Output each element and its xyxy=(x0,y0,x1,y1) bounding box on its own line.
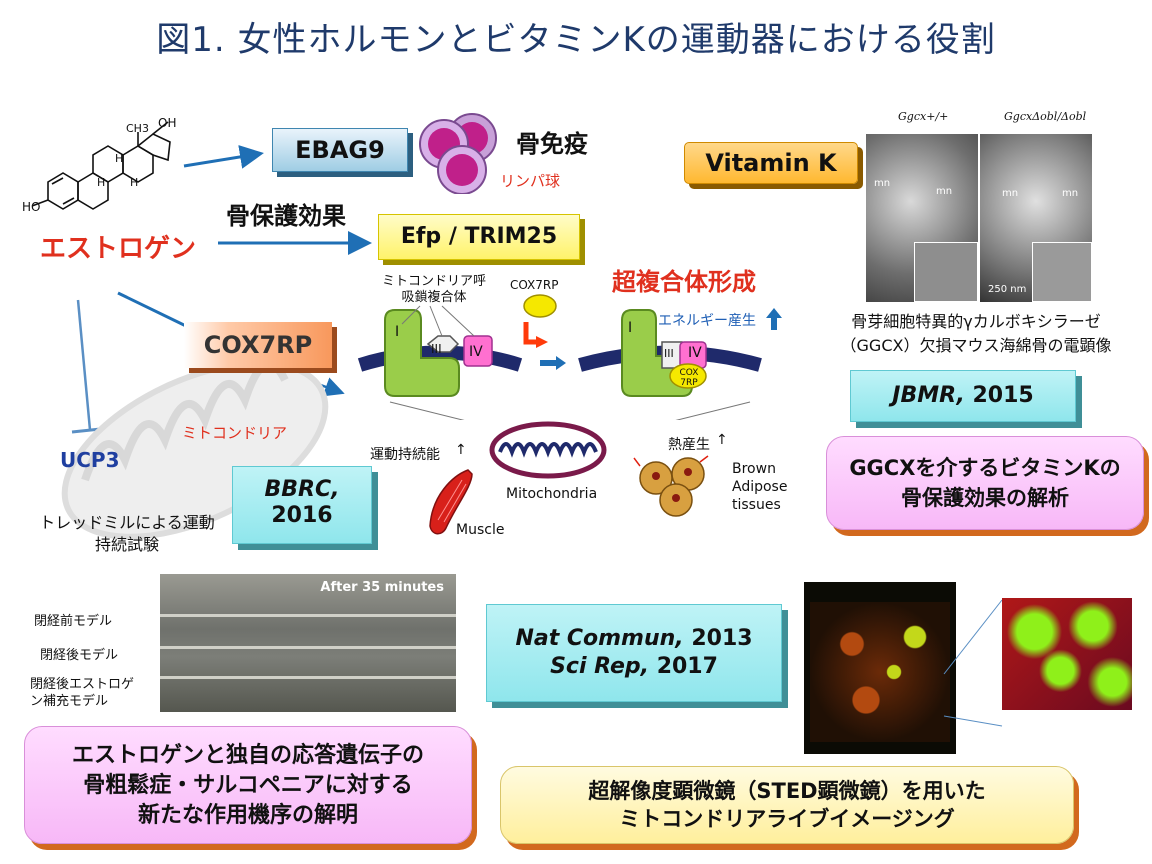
molecule-ch3-label: CH3 xyxy=(126,122,149,135)
estrogen-summary-line2: 骨粗鬆症・サルコペニアに対する xyxy=(83,773,413,798)
complex-iv-label: IV xyxy=(688,345,702,361)
scirep-year: 2017 xyxy=(649,654,718,679)
em-ko-label: GgcxΔobl/Δobl xyxy=(1004,110,1087,123)
mito-network xyxy=(810,602,950,742)
lymphocyte-label: リンパ球 xyxy=(500,172,561,190)
em-caption: 骨芽細胞特異的γカルボキシラーゼ （GGCX）欠損マウス海綿骨の電顕像 xyxy=(800,310,1152,358)
em-image-ko xyxy=(980,134,1092,302)
molecule-h-label: H xyxy=(115,152,124,165)
molecule-ho-label: HO xyxy=(22,200,41,214)
sted-image-wide xyxy=(804,582,956,754)
jbmr-journal: JBMR, xyxy=(892,383,965,408)
model-supplement-line2: ン補充モデル xyxy=(30,694,109,709)
model-postmenopausal-label: 閉経後モデル xyxy=(40,648,119,663)
model-estrogen-supplement-label: 閉経後エストロゲ ン補充モデル xyxy=(30,676,158,710)
em-caption-line2: （GGCX）欠損マウス海綿骨の電顕像 xyxy=(840,336,1112,355)
muscle-label: Muscle xyxy=(456,522,505,538)
lane-divider xyxy=(160,676,456,679)
lane-divider xyxy=(160,614,456,617)
em-scale-label: 250 nm xyxy=(988,284,1027,295)
thermogenesis-up-arrow: ↑ xyxy=(716,432,728,448)
em-mn-label: mn xyxy=(1002,188,1019,199)
efp-trim25-box: Efp / TRIM25 xyxy=(378,214,580,260)
thermogenesis-label: 熱産生 xyxy=(668,437,710,453)
treadmill-line1: トレッドミルによる運動 xyxy=(39,513,215,532)
bone-immunity-label: 骨免疫 xyxy=(516,130,588,158)
complex-iv-label: IV xyxy=(469,344,483,360)
em-mn-label: mn xyxy=(936,186,953,197)
complex-i-label: I xyxy=(395,324,400,340)
em-wt-label: Ggcx+/+ xyxy=(898,110,949,123)
ebag9-label: EBAG9 xyxy=(295,136,385,164)
vitamin-k-box: Vitamin K xyxy=(684,142,858,184)
energy-label: エネルギー産生 xyxy=(658,313,756,329)
estrogen-summary-line3: 新たな作用機序の解明 xyxy=(137,803,358,828)
estrogen-structure xyxy=(31,121,171,210)
ggcx-line1: GGCXを介するビタミンKの xyxy=(849,456,1121,480)
ebag9-box: EBAG9 xyxy=(272,128,408,172)
mitochondrion-icon xyxy=(489,421,607,479)
endurance-label: 運動持続能 xyxy=(370,447,440,463)
brown-adipose-label: Brown Adipose tissues xyxy=(732,461,788,513)
resp-chain-label: ミトコンドリア呼吸鎖複合体 xyxy=(381,274,486,305)
em-mn-label: mn xyxy=(1062,188,1079,199)
treadmill-photo: After 35 minutes xyxy=(160,574,456,712)
em-mn-label: mn xyxy=(874,178,891,189)
bone-protection-label: 骨保護効果 xyxy=(226,202,346,230)
model-premenopausal-label: 閉経前モデル xyxy=(34,614,113,629)
estrogen-summary-line1: エストロゲンと独自の応答遺伝子の xyxy=(71,743,424,768)
muscle-icon xyxy=(429,469,473,535)
lane-divider xyxy=(160,646,456,649)
sted-summary-box: 超解像度顕微鏡（STED顕微鏡）を用いた ミトコンドリアライブイメージング xyxy=(500,766,1074,844)
endurance-up-arrow: ↑ xyxy=(455,442,467,458)
ucp3-label: UCP3 xyxy=(60,448,120,472)
complex-iii-label: III xyxy=(431,342,442,356)
mitochondria-label: Mitochondria xyxy=(506,486,598,502)
complex-i-label: I xyxy=(628,320,633,336)
bbrc-journal: BBRC, xyxy=(264,477,340,502)
ggcx-line2: 骨保護効果の解析 xyxy=(901,486,1069,510)
natcommun-citation-box: Nat Commun, 2013 Sci Rep, 2017 xyxy=(486,604,782,702)
cox7rp-protein-label: COX7RP xyxy=(510,278,559,292)
molecule-h-label: H xyxy=(97,176,106,189)
estrogen-label: エストロゲン xyxy=(40,234,197,264)
molecule-oh-label: OH xyxy=(158,116,177,130)
em-caption-line1: 骨芽細胞特異的γカルボキシラーゼ xyxy=(851,312,1101,331)
sted-summary-line1: 超解像度顕微鏡（STED顕微鏡）を用いた xyxy=(588,779,986,803)
jbmr-citation-box: JBMR, 2015 xyxy=(850,370,1076,422)
zoom-lines xyxy=(943,599,1003,727)
cox7rp-label: COX7RP xyxy=(203,331,313,359)
em-inset xyxy=(1032,242,1092,302)
after-35-minutes-label: After 35 minutes xyxy=(320,580,444,595)
treadmill-line2: 持続試験 xyxy=(94,535,159,554)
efp-trim25-label: Efp / TRIM25 xyxy=(400,224,558,249)
treadmill-caption: トレッドミルによる運動 持続試験 xyxy=(22,512,232,556)
mitochondria-jp-label: ミトコンドリア xyxy=(182,424,288,442)
bbrc-year: 2016 xyxy=(271,503,333,528)
natcommun-year: 2013 xyxy=(683,626,753,651)
respiratory-chain-diagram xyxy=(357,294,782,420)
scirep-line: Sci Rep, 2017 xyxy=(487,653,781,681)
natcommun-journal: Nat Commun, xyxy=(515,626,684,651)
em-image-wt xyxy=(866,134,978,302)
sted-summary-line2: ミトコンドリアライブイメージング xyxy=(619,807,955,831)
model-supplement-line1: 閉経後エストロゲ xyxy=(30,677,135,692)
vitamin-k-label: Vitamin K xyxy=(705,149,837,177)
cox7rp-box: COX7RP xyxy=(184,322,332,368)
molecule-h-label: H xyxy=(130,176,139,189)
page-title: 図1. 女性ホルモンとビタミンKの運動器における役割 xyxy=(156,20,996,60)
natcommun-line: Nat Commun, 2013 xyxy=(487,625,781,653)
sted-image-zoom xyxy=(1002,598,1132,710)
scirep-journal: Sci Rep, xyxy=(550,654,650,679)
super-complex-label: 超複合体形成 xyxy=(612,268,756,296)
brown-adipose-icon xyxy=(633,455,709,517)
estrogen-summary-box: エストロゲンと独自の応答遺伝子の 骨粗鬆症・サルコペニアに対する 新たな作用機序… xyxy=(24,726,472,844)
cox7rp-small-label: COX 7RP xyxy=(679,368,699,388)
bbrc-citation-box: BBRC, 2016 xyxy=(232,466,372,544)
jbmr-year: 2015 xyxy=(972,383,1034,408)
complex-iii-label: III xyxy=(664,347,674,360)
em-inset xyxy=(914,242,978,302)
lymphocyte-icon xyxy=(419,113,497,194)
ggcx-summary-box: GGCXを介するビタミンKの 骨保護効果の解析 xyxy=(826,436,1144,530)
